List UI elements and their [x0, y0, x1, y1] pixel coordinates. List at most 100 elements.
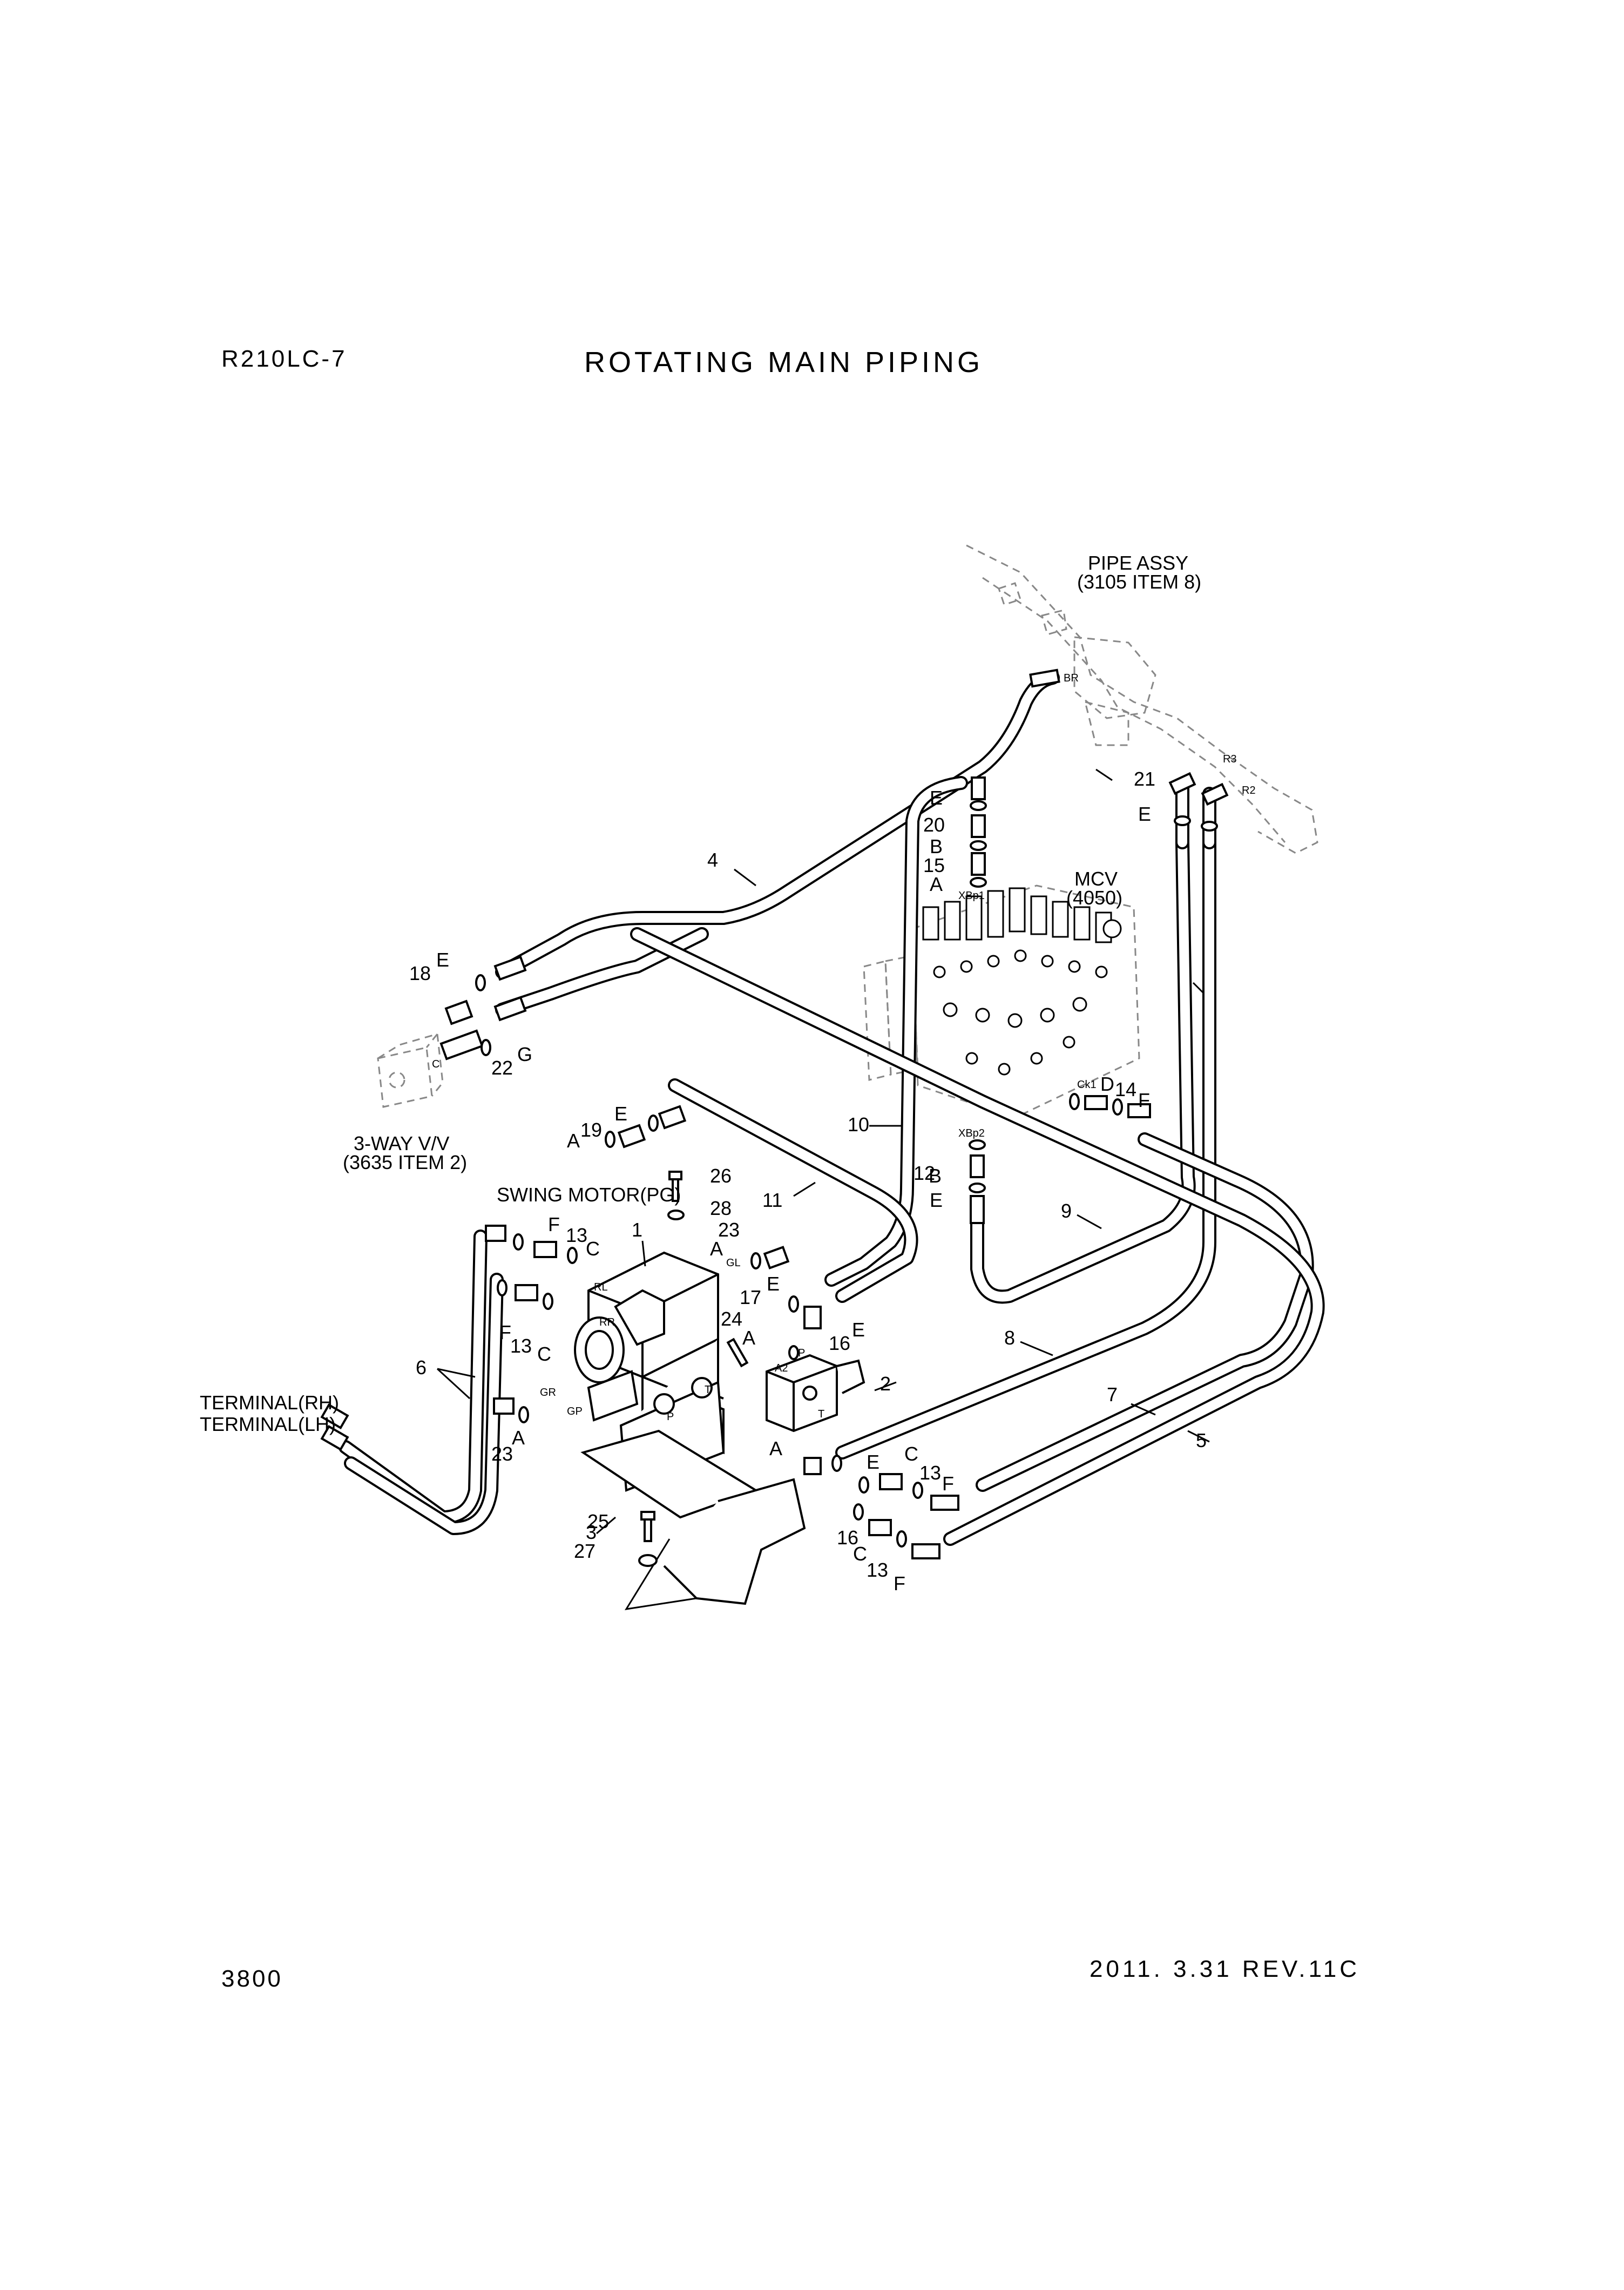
svg-text:E: E: [614, 1103, 627, 1125]
svg-text:F: F: [499, 1321, 511, 1343]
svg-text:P: P: [798, 1347, 805, 1359]
svg-text:T: T: [818, 1408, 824, 1420]
svg-text:A2: A2: [775, 1362, 788, 1374]
svg-text:RR: RR: [599, 1316, 615, 1328]
leader-lines: [436, 768, 1210, 1535]
svg-text:20: 20: [923, 814, 945, 836]
svg-text:13: 13: [510, 1335, 532, 1357]
svg-text:4: 4: [707, 849, 718, 871]
svg-text:E: E: [930, 1189, 943, 1211]
svg-text:BR: BR: [1064, 672, 1079, 684]
svg-text:A: A: [710, 1238, 723, 1260]
svg-text:9: 9: [1061, 1200, 1072, 1222]
svg-text:13: 13: [566, 1224, 587, 1246]
port-labels: BR R3 R2 XBp1 XBp2 Ck1 RL RR GL GR GP A2…: [432, 672, 1256, 1423]
svg-text:13: 13: [919, 1462, 941, 1484]
svg-text:A: A: [567, 1130, 580, 1152]
svg-text:B: B: [930, 835, 943, 857]
svg-text:SWING MOTOR(PG): SWING MOTOR(PG): [497, 1184, 681, 1206]
svg-text:17: 17: [740, 1286, 761, 1308]
svg-text:(3635 ITEM 2): (3635 ITEM 2): [343, 1151, 467, 1173]
svg-text:(3105 ITEM 8): (3105 ITEM 8): [1077, 571, 1201, 593]
svg-text:R3: R3: [1223, 753, 1237, 765]
svg-text:GL: GL: [726, 1257, 741, 1269]
page-title: ROTATING MAIN PIPING: [584, 346, 984, 379]
hose-10: [824, 776, 968, 1287]
svg-text:12: 12: [914, 1162, 935, 1184]
svg-text:2: 2: [880, 1373, 891, 1395]
svg-text:27: 27: [574, 1540, 596, 1562]
svg-text:A: A: [742, 1327, 755, 1349]
svg-text:MCV: MCV: [1074, 868, 1118, 890]
svg-text:15: 15: [923, 854, 945, 876]
revision-date: 2011. 3.31 REV.11C: [1090, 1956, 1361, 1982]
svg-text:E: E: [1138, 803, 1151, 825]
svg-text:18: 18: [409, 962, 431, 984]
part-number-labels: 1 2 3 4 5 6 7 8 9 10 11 12 13 13 13 13 1…: [409, 768, 1207, 1581]
svg-text:GR: GR: [540, 1387, 556, 1399]
svg-text:P: P: [667, 1411, 674, 1423]
callout-labels: PIPE ASSY (3105 ITEM 8) MCV (4050) 3-WAY…: [200, 552, 1201, 1435]
svg-text:B: B: [929, 1165, 942, 1187]
svg-text:C: C: [586, 1238, 600, 1260]
svg-text:F: F: [548, 1213, 560, 1235]
letter-labels: E B A E E G E A F C A F C A E E A B E D …: [436, 787, 1151, 1595]
pipe-assy-ghost: [966, 544, 1318, 854]
svg-text:(4050): (4050): [1066, 887, 1122, 909]
svg-text:C: C: [537, 1343, 551, 1365]
svg-text:E: E: [867, 1451, 879, 1473]
hose-4b: [495, 927, 709, 1017]
valve-block-2: [766, 1354, 865, 1433]
svg-text:E: E: [930, 787, 943, 809]
svg-text:5: 5: [1196, 1429, 1207, 1451]
svg-text:A: A: [769, 1437, 782, 1460]
svg-text:3: 3: [586, 1521, 597, 1543]
svg-text:TERMINAL(RH): TERMINAL(RH): [200, 1391, 339, 1414]
page-number: 3800: [221, 1965, 283, 1992]
svg-text:R2: R2: [1242, 785, 1256, 796]
svg-text:XBp2: XBp2: [958, 1127, 985, 1139]
svg-text:1: 1: [632, 1219, 642, 1241]
svg-text:Ck1: Ck1: [1077, 1079, 1097, 1091]
svg-text:3-WAY V/V: 3-WAY V/V: [354, 1132, 449, 1154]
model-code: R210LC-7: [221, 346, 347, 372]
svg-text:F: F: [894, 1572, 905, 1595]
svg-text:26: 26: [710, 1165, 732, 1187]
svg-text:GP: GP: [567, 1406, 583, 1417]
svg-text:23: 23: [718, 1219, 740, 1241]
svg-text:E: E: [436, 949, 449, 971]
svg-text:C: C: [432, 1058, 439, 1070]
svg-text:C: C: [904, 1443, 918, 1465]
svg-text:E: E: [767, 1273, 780, 1295]
svg-text:23: 23: [491, 1443, 513, 1465]
svg-text:XBp1: XBp1: [958, 890, 985, 902]
svg-text:T: T: [705, 1384, 711, 1396]
svg-text:6: 6: [416, 1356, 427, 1379]
svg-text:8: 8: [1004, 1327, 1015, 1349]
svg-text:14: 14: [1115, 1078, 1136, 1100]
svg-text:C: C: [853, 1543, 867, 1565]
svg-text:A: A: [930, 873, 943, 895]
svg-text:PIPE ASSY: PIPE ASSY: [1088, 552, 1188, 574]
svg-text:F: F: [942, 1472, 954, 1495]
svg-text:19: 19: [580, 1119, 602, 1141]
hose-5: [630, 927, 1325, 1546]
svg-text:F: F: [1138, 1089, 1150, 1111]
svg-text:10: 10: [848, 1113, 869, 1136]
svg-text:13: 13: [867, 1559, 888, 1581]
svg-text:22: 22: [491, 1057, 513, 1079]
svg-text:A: A: [512, 1427, 525, 1449]
svg-text:11: 11: [762, 1189, 782, 1211]
svg-text:D: D: [1100, 1073, 1114, 1095]
svg-text:RL: RL: [594, 1281, 608, 1293]
hose-6: [339, 1230, 504, 1535]
svg-text:7: 7: [1107, 1383, 1118, 1406]
svg-text:16: 16: [837, 1526, 858, 1549]
svg-text:G: G: [517, 1043, 532, 1065]
svg-text:16: 16: [829, 1332, 850, 1354]
svg-text:TERMINAL(LH): TERMINAL(LH): [200, 1413, 336, 1435]
svg-text:E: E: [852, 1319, 865, 1341]
svg-text:21: 21: [1134, 768, 1155, 790]
hose-8: [835, 835, 1216, 1460]
